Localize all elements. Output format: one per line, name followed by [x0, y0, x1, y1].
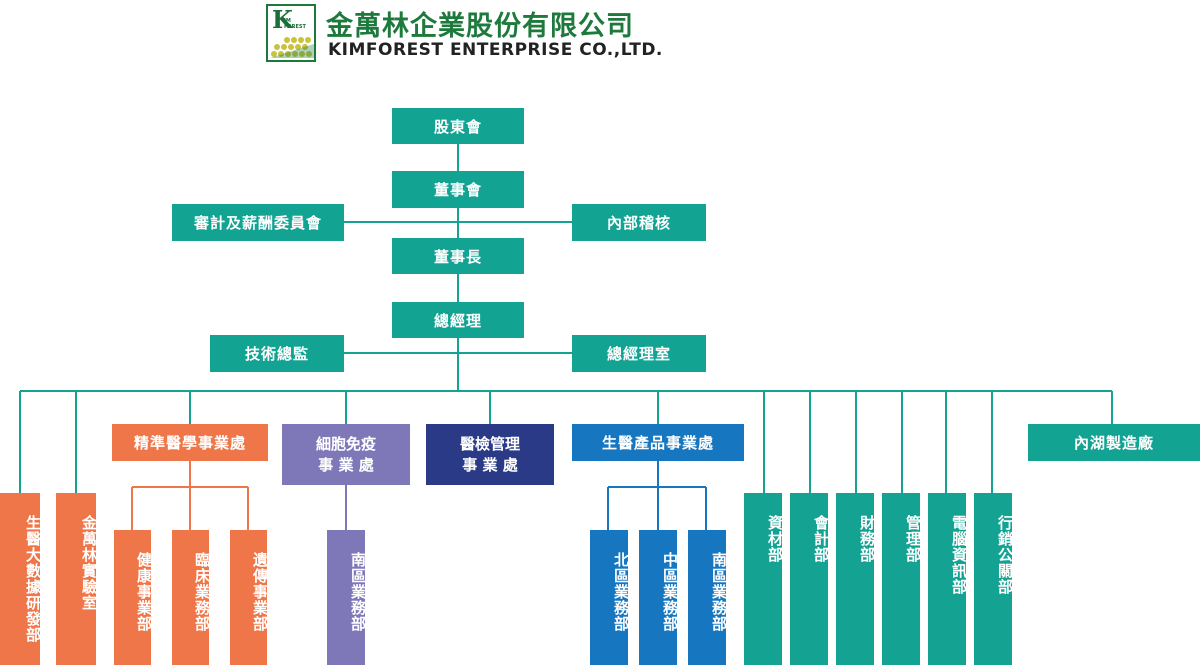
chairman-box: 董事長	[392, 238, 524, 274]
cto-label: 技術總監	[244, 345, 309, 363]
neihu-factory-box: 內湖製造廠	[1028, 424, 1200, 461]
materials-dept-box: 資材部	[744, 493, 784, 665]
accounting-label: 會計部	[812, 515, 830, 563]
audit-comp-label: 審計及薪酬委員會	[193, 214, 322, 232]
north-bio-label: 北區業務部	[612, 552, 630, 632]
north-bio-sales-dept-box: 北區業務部	[590, 530, 630, 665]
genetics-dept-box: 遺傳事業部	[230, 530, 269, 665]
marketing-pr-dept-box: 行銷公關部	[974, 493, 1014, 665]
lab-label: 金萬林實驗室	[80, 515, 98, 611]
cto-box: 技術總監	[210, 335, 344, 372]
central-bio-label: 中區業務部	[661, 552, 679, 632]
med-test-label-2: 事 業 處	[462, 455, 518, 474]
gm-box: 總經理	[392, 302, 524, 338]
lab-dept-box: 金萬林實驗室	[56, 493, 98, 665]
company-name-cn: 金萬林企業股份有限公司	[326, 11, 634, 42]
bio-products-label: 生醫產品事業處	[601, 434, 714, 452]
cell-immuno-label-2: 事 業 處	[318, 455, 374, 474]
board-box: 董事會	[392, 171, 524, 208]
bigdata-rd-label: 生醫大數據研發部	[24, 515, 42, 643]
bigdata-rd-dept-box: 生醫大數據研發部	[0, 493, 42, 665]
computer-it-label: 電腦資訊部	[950, 515, 968, 595]
south-bio-label: 南區業務部	[710, 552, 728, 632]
medical-test-division-box: 醫檢管理 事 業 處	[426, 424, 554, 485]
materials-label: 資材部	[766, 515, 784, 563]
marketing-label: 行銷公關部	[996, 515, 1014, 595]
company-name-en: KIMFOREST ENTERPRISE CO.,LTD.	[328, 40, 663, 60]
south-cell-label: 南區業務部	[349, 552, 367, 632]
cell-immuno-label-1: 細胞免疫	[315, 434, 376, 453]
cell-immunology-division-box: 細胞免疫 事 業 處	[282, 424, 410, 485]
admin-dept-box: 管理部	[882, 493, 922, 665]
kimforest-logo-icon: K IM FOREST	[266, 4, 316, 62]
gm-label: 總經理	[433, 311, 482, 330]
gm-office-label: 總經理室	[606, 345, 671, 363]
board-label: 董事會	[433, 181, 482, 199]
computer-it-dept-box: 電腦資訊部	[928, 493, 968, 665]
audit-comp-committee-box: 審計及薪酬委員會	[172, 204, 344, 241]
precision-med-label: 精準醫學事業處	[133, 434, 246, 452]
precision-medicine-division-box: 精準醫學事業處	[112, 424, 268, 461]
internal-audit-box: 內部稽核	[572, 204, 706, 241]
admin-label: 管理部	[904, 515, 922, 563]
neihu-factory-label: 內湖製造廠	[1073, 434, 1154, 452]
south-bio-sales-dept-box: 南區業務部	[688, 530, 728, 665]
internal-audit-label: 內部稽核	[606, 214, 671, 232]
south-cell-sales-dept-box: 南區業務部	[327, 530, 367, 665]
genetics-label: 遺傳事業部	[251, 552, 269, 632]
shareholders-label: 股東會	[433, 117, 482, 136]
central-bio-sales-dept-box: 中區業務部	[639, 530, 679, 665]
med-test-label-1: 醫檢管理	[459, 434, 520, 453]
gm-office-box: 總經理室	[572, 335, 706, 372]
clinical-label: 臨床業務部	[193, 552, 211, 632]
bio-products-division-box: 生醫產品事業處	[572, 424, 744, 461]
health-label: 健康事業部	[135, 552, 153, 632]
company-logo: K IM FOREST 金萬林企業股份有限公司 KIMFOREST ENTERP…	[266, 4, 666, 64]
accounting-dept-box: 會計部	[790, 493, 830, 665]
finance-label: 財務部	[858, 515, 876, 563]
chairman-label: 董事長	[433, 247, 482, 266]
clinical-dept-box: 臨床業務部	[172, 530, 211, 665]
health-dept-box: 健康事業部	[114, 530, 153, 665]
finance-dept-box: 財務部	[836, 493, 876, 665]
shareholders-box: 股東會	[392, 108, 524, 144]
